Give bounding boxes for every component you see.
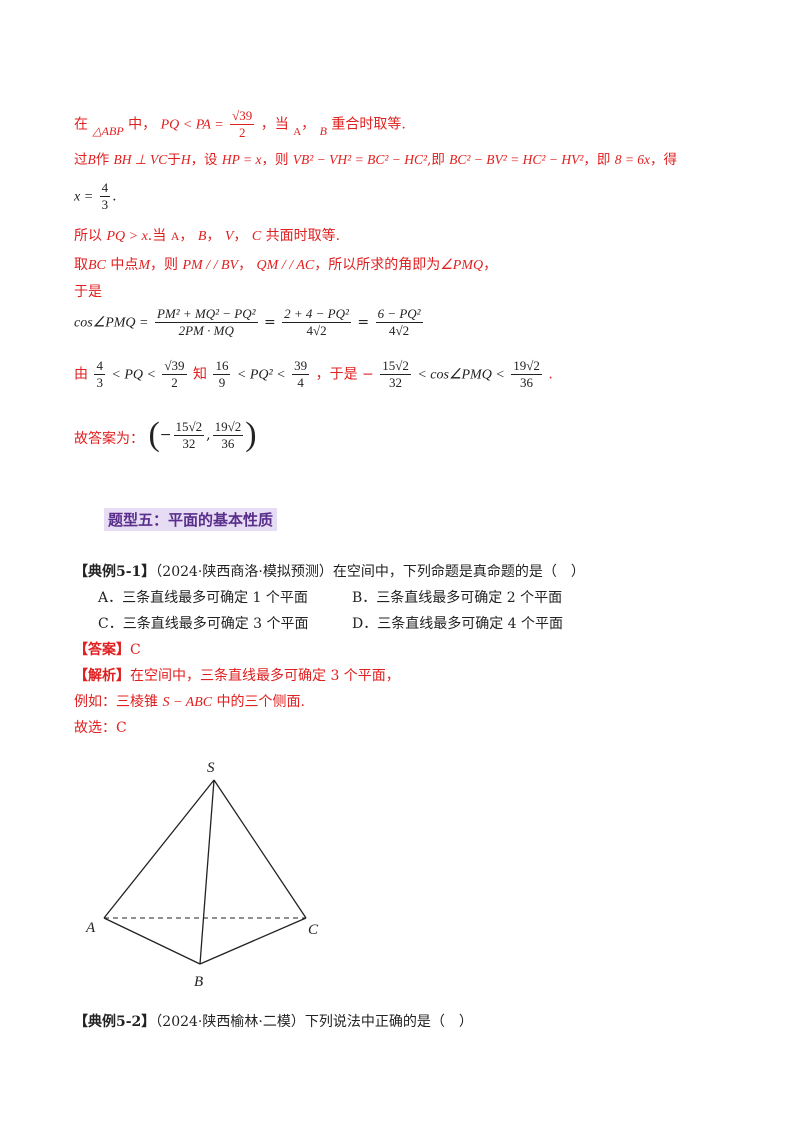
option-a[interactable]: A．三条直线最多可确定 1 个平面 bbox=[98, 590, 308, 606]
label-b: B bbox=[194, 974, 203, 990]
analysis-line: 【解析】在空间中，三条直线最多可确定 3 个平面， bbox=[74, 668, 400, 684]
example-5-1-question: 【典例5-1】（2024·陕西商洛·模拟预测）在空间中，下列命题是真命题的是（ … bbox=[74, 564, 585, 580]
solution-line-4: 所以 PQ > x.当 A， B， V， C 共面时取等. bbox=[74, 228, 341, 244]
section-heading: 题型五：平面的基本性质 bbox=[104, 508, 278, 531]
solution-line-6: 于是 bbox=[74, 284, 102, 300]
option-c[interactable]: C．三条直线最多可确定 3 个平面 bbox=[98, 616, 309, 632]
edge-ab bbox=[103, 917, 201, 965]
option-b[interactable]: B．三条直线最多可确定 2 个平面 bbox=[352, 590, 563, 606]
choose-line: 故选：C bbox=[74, 720, 127, 736]
example-text-line: 例如：三棱锥 S − ABC 中的三个侧面. bbox=[74, 694, 305, 710]
edge-bc bbox=[199, 917, 307, 965]
option-d[interactable]: D．三条直线最多可确定 4 个平面 bbox=[352, 616, 564, 632]
example-5-2-question: 【典例5-2】（2024·陕西榆林·二模）下列说法中正确的是（ ） bbox=[74, 1014, 473, 1030]
label-a: A bbox=[85, 920, 96, 936]
solution-line-2: 过B作 BH ⊥ VC于H，设 HP = x，则 VB² − VH² = BC²… bbox=[74, 152, 678, 168]
pyramid-figure: S A B C bbox=[85, 760, 319, 990]
label-s: S bbox=[207, 760, 215, 776]
edge-sa bbox=[103, 779, 215, 919]
answer-line: 【答案】C bbox=[74, 642, 141, 658]
edge-sb bbox=[199, 779, 215, 965]
solution-line-5: 取BC 中点M，则 PM / / BV， QM / / AC，所以所求的角即为∠… bbox=[74, 257, 498, 273]
edge-sc bbox=[213, 779, 307, 919]
triangle-abp: △ABP bbox=[92, 123, 124, 138]
label-c: C bbox=[308, 922, 319, 938]
